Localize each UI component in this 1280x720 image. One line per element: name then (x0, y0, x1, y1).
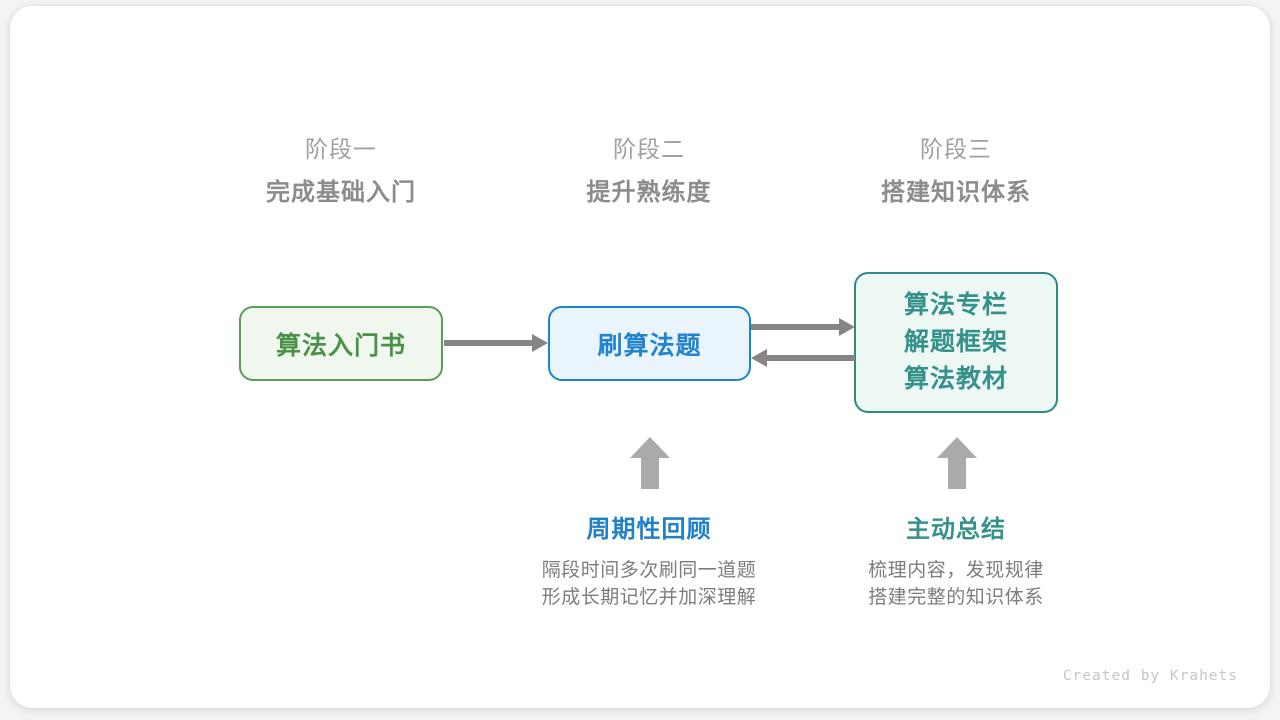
annotation-summary-description-line-2: 搭建完整的知识体系 (868, 587, 1044, 608)
stage-number-3: 阶段三 (920, 136, 992, 162)
arrow-book-to-practice-icon (444, 334, 548, 352)
arrow-shaft (764, 355, 855, 361)
arrow-up-summary-icon (937, 437, 977, 489)
annotation-review-description-line-1: 隔段时间多次刷同一道题 (541, 560, 757, 581)
arrow-head (630, 437, 670, 458)
node-resources-line-1: 算法专栏 (903, 291, 1008, 319)
arrow-practice-to-resources-icon (751, 318, 855, 336)
annotation-review: 周期性回顾 隔段时间多次刷同一道题 形成长期记忆并加深理解 (499, 514, 799, 611)
arrow-shaft (444, 340, 535, 346)
stage-number-1: 阶段一 (305, 136, 377, 162)
arrow-head (532, 334, 548, 352)
node-resources-line-2: 解题框架 (903, 328, 1008, 356)
node-practice-problems: 刷算法题 (548, 306, 751, 381)
stage-title-3: 搭建知识体系 (881, 179, 1031, 206)
arrow-head (937, 437, 977, 458)
arrow-head (751, 349, 767, 367)
annotation-summary: 主动总结 梳理内容，发现规律 搭建完整的知识体系 (806, 514, 1106, 611)
stage-header-2: 阶段二 提升熟练度 (519, 134, 779, 210)
stage-number-2: 阶段二 (613, 136, 685, 162)
node-intro-book: 算法入门书 (239, 306, 443, 381)
stage-header-3: 阶段三 搭建知识体系 (826, 134, 1086, 210)
stage-title-1: 完成基础入门 (266, 179, 416, 206)
credit-text: Created by Krahets (1062, 668, 1238, 684)
arrow-shaft (948, 456, 966, 489)
node-intro-book-label: 算法入门书 (275, 331, 406, 360)
stage-header-1: 阶段一 完成基础入门 (211, 134, 471, 210)
arrow-up-review-icon (630, 437, 670, 489)
annotation-summary-title: 主动总结 (906, 516, 1006, 543)
node-resources-line-3: 算法教材 (903, 365, 1008, 393)
stage-title-2: 提升熟练度 (586, 179, 712, 206)
annotation-summary-description-line-1: 梳理内容，发现规律 (868, 560, 1044, 581)
annotation-summary-description: 梳理内容，发现规律 搭建完整的知识体系 (806, 557, 1106, 611)
node-practice-problems-label: 刷算法题 (597, 331, 702, 360)
node-resources: 算法专栏 解题框架 算法教材 (854, 272, 1058, 413)
arrow-resources-to-practice-icon (751, 349, 855, 367)
annotation-review-description-line-2: 形成长期记忆并加深理解 (541, 587, 757, 608)
arrow-shaft (751, 324, 842, 330)
annotation-review-description: 隔段时间多次刷同一道题 形成长期记忆并加深理解 (499, 557, 799, 611)
annotation-review-title: 周期性回顾 (586, 516, 712, 543)
arrow-head (839, 318, 855, 336)
arrow-shaft (641, 456, 659, 489)
diagram-card: 阶段一 完成基础入门 阶段二 提升熟练度 阶段三 搭建知识体系 算法入门书 刷算… (10, 6, 1270, 708)
